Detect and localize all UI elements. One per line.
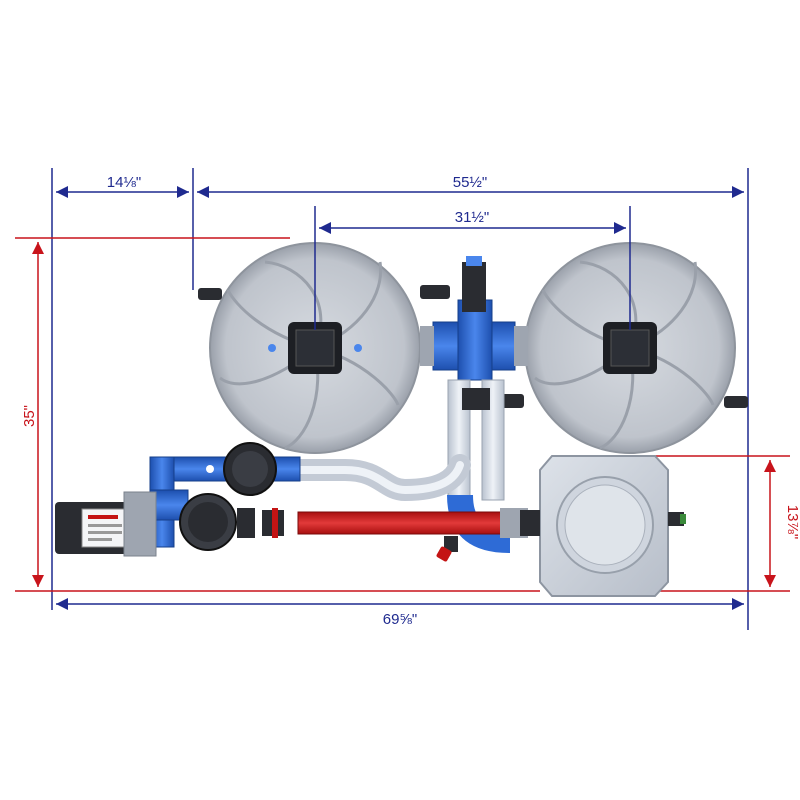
wheel-fittings (198, 285, 748, 408)
right-filter-wheel (524, 242, 736, 454)
red-supply-pipe (237, 508, 540, 538)
pump (55, 491, 237, 557)
dim-reservoir-depth: 13⅞" (764, 460, 800, 587)
dim-pump-offset: 14⅛" (56, 174, 189, 198)
left-filter-wheel (209, 242, 421, 454)
dim-label-reservoir-depth: 13⅞" (784, 505, 800, 540)
center-manifold (420, 256, 528, 381)
reservoir-tank (539, 455, 686, 597)
dim-overall-depth: 35" (21, 242, 44, 587)
dim-filter-span: 55½" (197, 174, 744, 198)
dim-overall-width: 69⅝" (56, 598, 744, 628)
dim-label-overall-depth: 35" (21, 405, 38, 427)
dim-label-filter-span: 55½" (453, 174, 488, 191)
dim-filter-center-spacing: 31½" (314, 206, 631, 330)
strainer (223, 442, 277, 496)
drain-valve (436, 536, 458, 562)
dim-label-overall-width: 69⅝" (383, 611, 418, 628)
dim-label-pump-offset: 14⅛" (107, 174, 142, 191)
frame-outline (15, 168, 790, 630)
dim-label-filter-center-spacing: 31½" (455, 209, 490, 226)
